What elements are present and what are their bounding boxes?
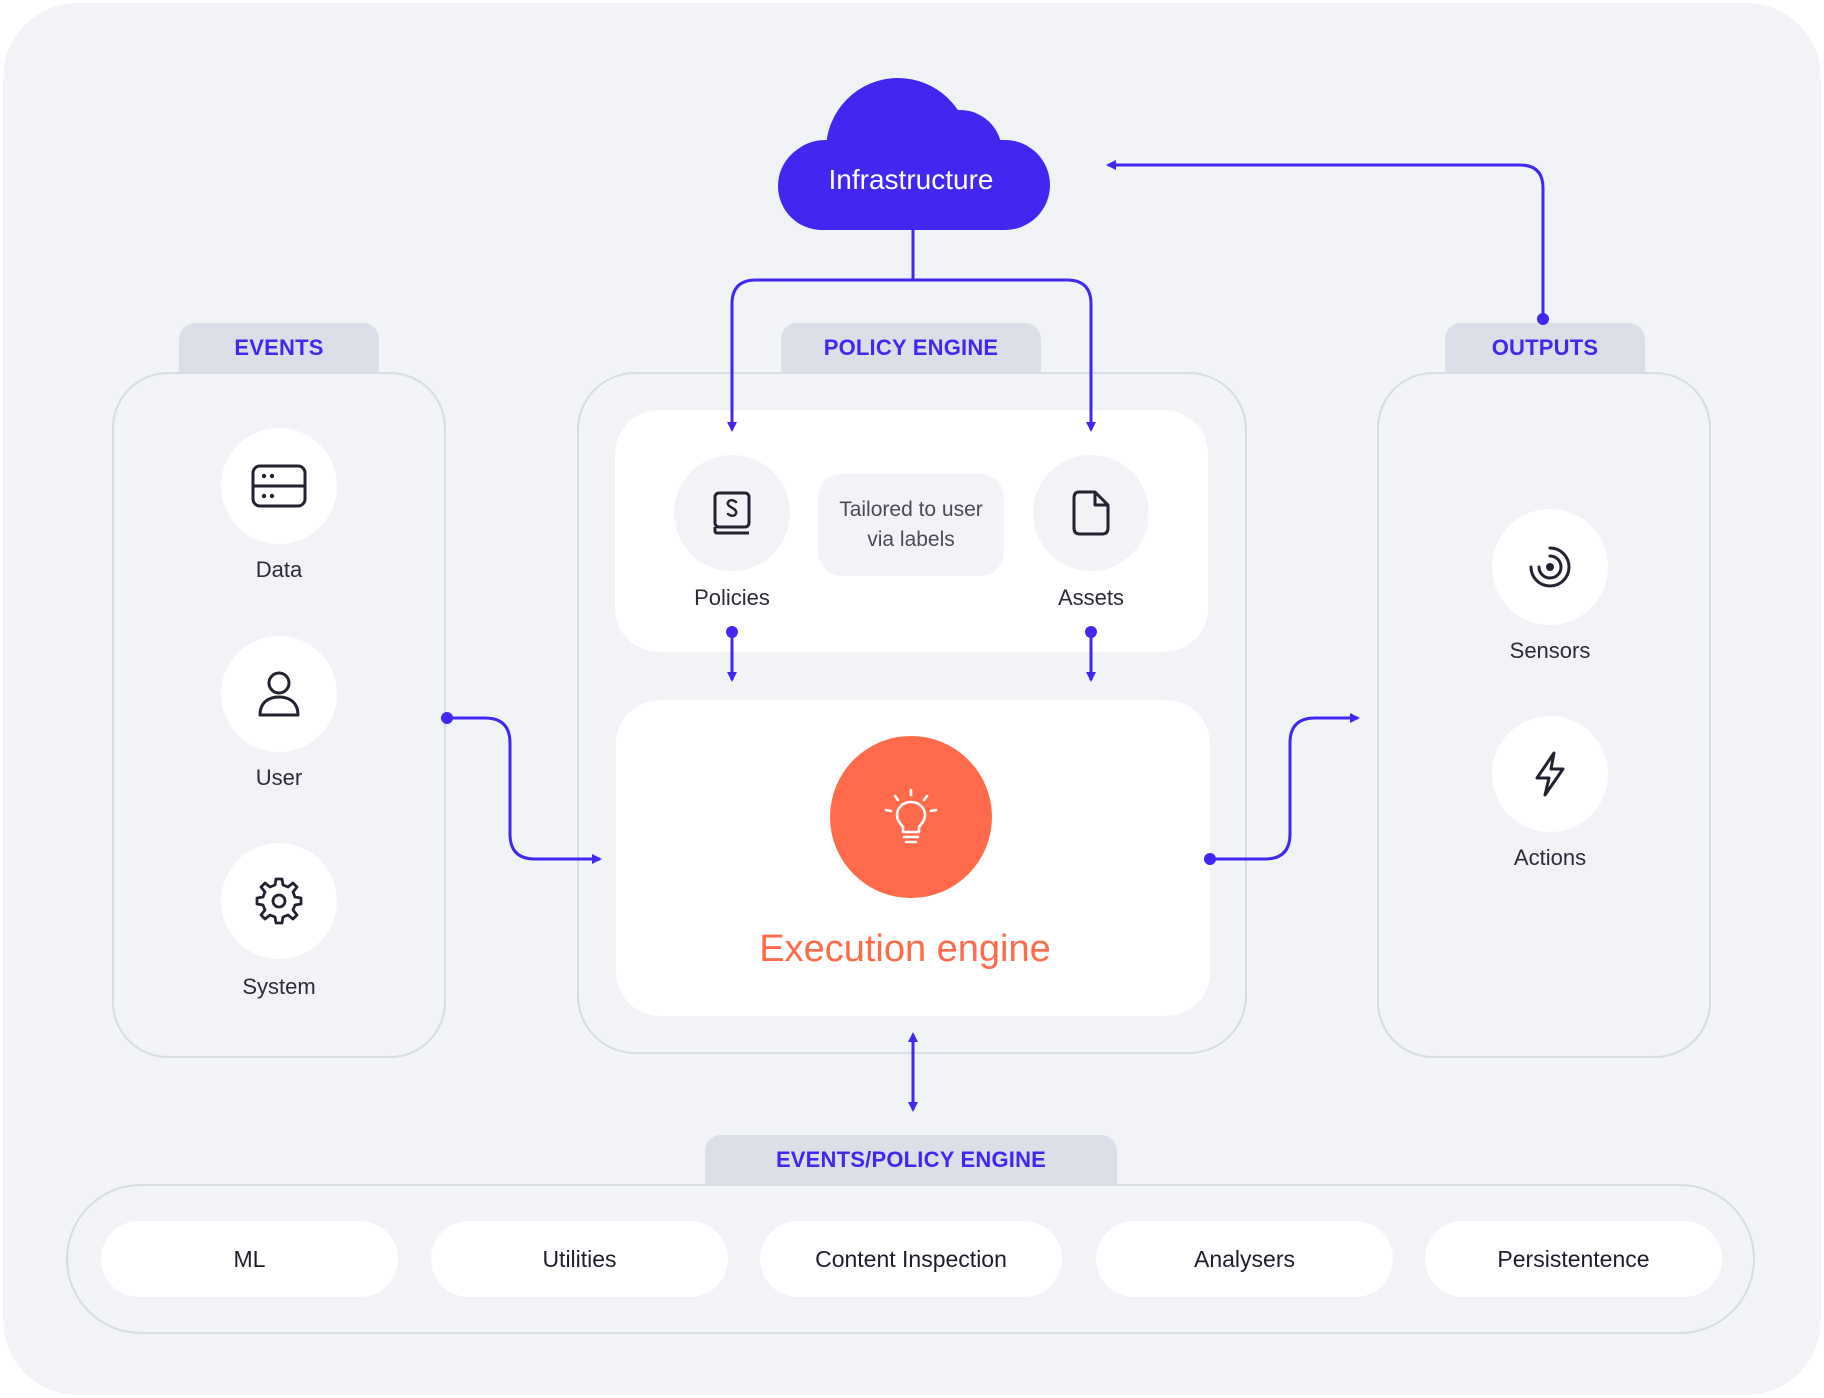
events-policy-engine-panel <box>66 1184 1755 1334</box>
tailored-note: Tailored to user via labels <box>818 474 1004 576</box>
infrastructure-label: Infrastructure <box>828 164 994 195</box>
data-node <box>221 428 337 544</box>
outputs-to-infra-arrow <box>1106 160 1545 319</box>
lightbulb-icon <box>884 788 938 844</box>
outputs-panel <box>1377 372 1711 1058</box>
outputs-tab: OUTPUTS <box>1445 323 1645 373</box>
infra-to-assets-arrow <box>913 278 1096 432</box>
system-node <box>221 843 337 959</box>
assets-label: Assets <box>1057 585 1125 610</box>
content-inspection-pill: Content Inspection <box>760 1221 1062 1297</box>
execution-to-outputs-arrow <box>1210 713 1360 861</box>
ml-pill: ML <box>101 1221 398 1297</box>
persistentence-pill: Persistentence <box>1425 1221 1722 1297</box>
analysers-pill: Analysers <box>1096 1221 1393 1297</box>
sensor-icon <box>1529 546 1571 588</box>
events-policy-engine-tab: EVENTS/POLICY ENGINE <box>705 1135 1117 1185</box>
sensors-label: Sensors <box>1509 638 1591 663</box>
utilities-pill: Utilities <box>431 1221 728 1297</box>
execution-engine-node <box>830 736 992 898</box>
user-node <box>221 636 337 752</box>
policy-engine-tab: POLICY ENGINE <box>781 323 1041 373</box>
sensors-node <box>1492 509 1608 625</box>
server-icon <box>251 464 307 508</box>
events-to-execution-arrow <box>447 716 602 864</box>
actions-node <box>1492 716 1608 832</box>
execution-engine-label: Execution engine <box>759 928 1051 970</box>
lightning-icon <box>1535 751 1565 797</box>
policies-node <box>674 455 790 571</box>
policies-label: Policies <box>694 585 770 610</box>
user-label: User <box>255 765 303 790</box>
system-label: System <box>242 974 316 999</box>
gear-icon <box>255 877 303 925</box>
actions-label: Actions <box>1513 845 1587 870</box>
user-icon <box>258 671 300 717</box>
data-label: Data <box>255 557 303 582</box>
infra-to-policies-arrow <box>727 230 915 432</box>
document-icon <box>1072 490 1110 536</box>
assets-node <box>1033 455 1149 571</box>
events-tab: EVENTS <box>179 323 379 373</box>
policy-book-icon <box>713 491 751 535</box>
